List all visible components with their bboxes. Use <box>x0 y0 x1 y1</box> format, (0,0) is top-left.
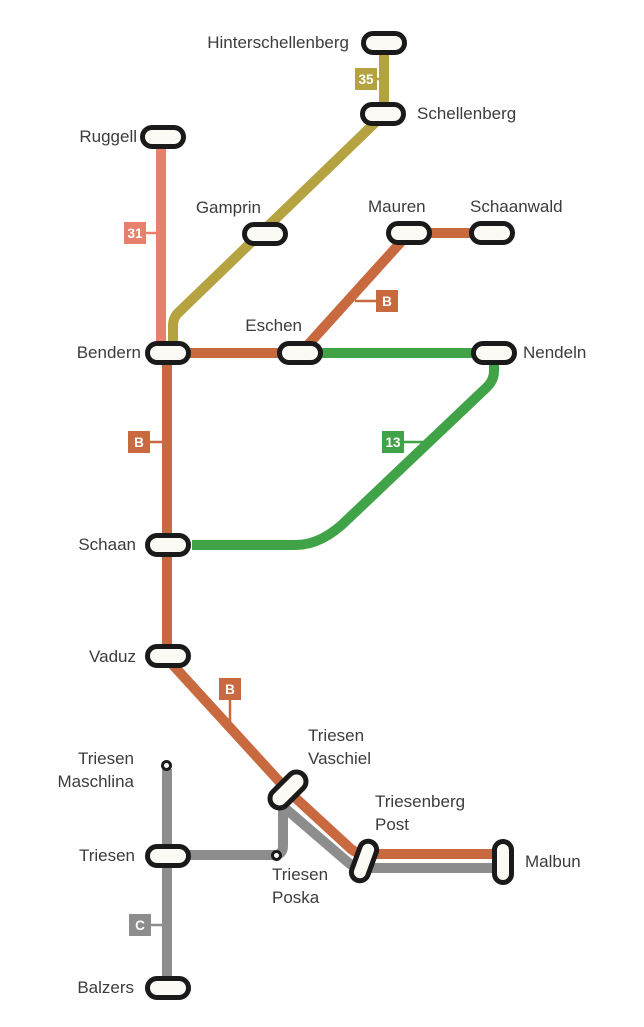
station-hinterschellenberg <box>361 31 407 55</box>
station-schaan <box>145 533 191 557</box>
station-mauren <box>386 221 432 245</box>
station-gamprin <box>242 222 288 246</box>
station-label-schaanwald: Schaanwald <box>470 197 563 216</box>
route-badge-35: 35 <box>355 68 377 90</box>
station-nendeln <box>471 341 517 365</box>
station-schaanwald <box>469 221 515 245</box>
station-label-line: Triesen <box>272 865 329 884</box>
route-badge-13: 13 <box>382 431 404 453</box>
station-label-schaan: Schaan <box>78 535 136 554</box>
station-label-triesenberg-post: Triesenberg Post <box>375 790 465 836</box>
station-label-line: Triesen <box>77 749 134 768</box>
station-ruggell <box>140 125 186 149</box>
station-label-vaduz: Vaduz <box>89 647 136 666</box>
line-b-path <box>146 228 500 859</box>
station-label-line: Triesenberg <box>375 792 466 811</box>
station-label-line: Poska <box>272 888 320 907</box>
station-schellenberg <box>360 102 406 126</box>
station-label-line: Maschlina <box>57 772 134 791</box>
station-label-triesen-vaschiel: Triesen Vaschiel <box>308 724 371 770</box>
stop-dot-triesen-poska <box>271 850 282 861</box>
route-badge-c: C <box>129 914 151 936</box>
station-label-line: Triesen <box>308 726 365 745</box>
station-label-schellenberg: Schellenberg <box>417 104 517 123</box>
station-triesen <box>145 844 191 868</box>
station-label-bendern: Bendern <box>76 343 141 362</box>
station-label-eschen: Eschen <box>245 316 302 335</box>
station-label-balzers: Balzers <box>77 978 134 997</box>
station-bendern <box>145 341 191 365</box>
station-label-gamprin: Gamprin <box>195 198 261 217</box>
route-badge-31: 31 <box>124 222 146 244</box>
station-malbun <box>492 839 514 885</box>
station-label-ruggell: Ruggell <box>79 127 137 146</box>
station-label-triesen-poska: Triesen Poska <box>272 863 328 909</box>
stop-dot-triesen-maschlina <box>161 760 172 771</box>
station-label-mauren: Mauren <box>368 197 426 216</box>
station-vaduz <box>145 644 191 668</box>
station-label-triesen-maschlina: Triesen Maschlina <box>57 747 134 793</box>
station-eschen <box>277 341 323 365</box>
station-label-triesen: Triesen <box>78 846 135 865</box>
line-13-path <box>192 348 499 550</box>
station-label-nendeln: Nendeln <box>523 343 587 362</box>
station-label-malbun: Malbun <box>525 852 581 871</box>
route-badge-b-schaan: B <box>128 431 150 453</box>
route-badge-b-vaduz: B <box>219 678 241 700</box>
station-label-line: Post <box>375 815 410 834</box>
station-label-hinterschellenberg: Hinterschellenberg <box>207 33 349 52</box>
station-balzers <box>145 976 191 1000</box>
station-label-line: Vaschiel <box>308 749 371 768</box>
route-badge-b-mauren: B <box>376 290 398 312</box>
